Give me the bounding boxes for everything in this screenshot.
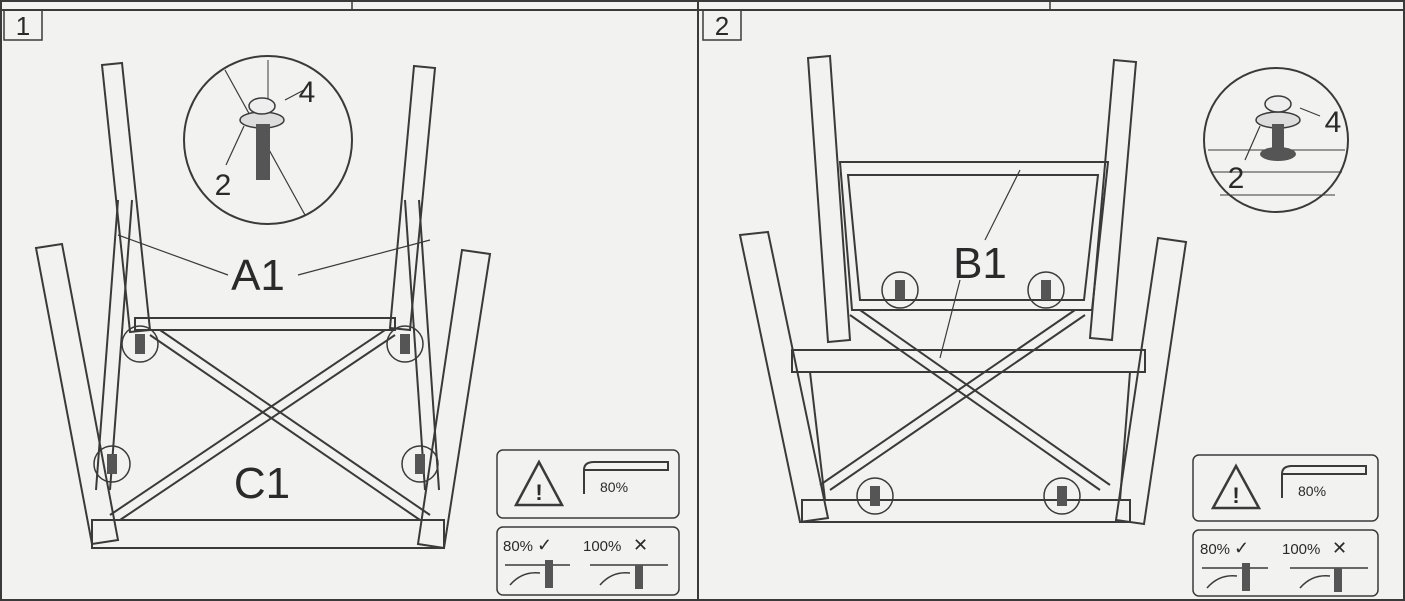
step-2-number: 2: [715, 11, 729, 41]
torque-bad-label-2: 100%: [1282, 541, 1320, 558]
cross-icon-2: ✕: [1332, 538, 1347, 558]
warning-box-2: ! 80%: [1192, 454, 1379, 522]
bolt-head-icon: [248, 97, 276, 115]
bolt-positions-2: [856, 271, 1081, 515]
detail-bubble-2: [1203, 67, 1349, 213]
detail-bubble-1: [183, 55, 353, 225]
step-1-number: 1: [16, 11, 30, 41]
allen-key-icon: [582, 461, 669, 494]
detail-label-bolt-2: 4: [1325, 106, 1342, 139]
detail-label-washer: 2: [215, 169, 232, 202]
full-screw-icon: [635, 565, 643, 589]
bolt-shaft-icon: [256, 124, 270, 180]
warning-triangle-icon: [513, 459, 565, 507]
stool-drawing-1: [34, 61, 492, 550]
hand-icon-2: [1206, 575, 1331, 589]
part-label-b1: B1: [953, 239, 1007, 288]
torque-good-label-2: 80%: [1200, 541, 1230, 558]
tool-percent-label: 80%: [600, 479, 628, 495]
step-1-panel: 1: [3, 9, 680, 596]
torque-box-2: 80% ✓ 100% ✕: [1192, 529, 1379, 597]
svg-text:!: !: [535, 480, 542, 505]
step-1-number-box: [3, 9, 43, 41]
tool-percent-label-2: 80%: [1298, 483, 1326, 499]
torque-box-1: 80% ✓ 100% ✕: [496, 526, 680, 596]
svg-text:!: !: [1232, 483, 1239, 508]
stool-drawing-2: [738, 54, 1188, 526]
partial-screw-icon: [545, 560, 553, 588]
check-icon: ✓: [537, 535, 552, 555]
bolt-head-icon-2: [1264, 95, 1292, 113]
full-screw-icon-2: [1334, 568, 1342, 592]
hand-icon: [509, 572, 631, 586]
warning-box-1: ! 80%: [496, 449, 680, 519]
bolt-positions-1: [93, 325, 439, 483]
step-2-number-box: [702, 9, 742, 41]
detail-label-washer-2: 2: [1228, 162, 1245, 195]
torque-good-label: 80%: [503, 538, 533, 555]
detail-label-bolt: 4: [299, 76, 316, 109]
check-icon-2: ✓: [1234, 538, 1249, 558]
cross-icon: ✕: [633, 535, 648, 555]
part-label-a1: A1: [231, 251, 285, 300]
torque-bad-label: 100%: [583, 538, 621, 555]
warning-triangle-icon-2: [1210, 463, 1262, 510]
partial-screw-icon-2: [1242, 563, 1250, 591]
step-2-panel: 2: [702, 9, 1379, 597]
allen-key-icon-2: [1280, 465, 1367, 498]
part-label-c1: C1: [234, 459, 290, 508]
